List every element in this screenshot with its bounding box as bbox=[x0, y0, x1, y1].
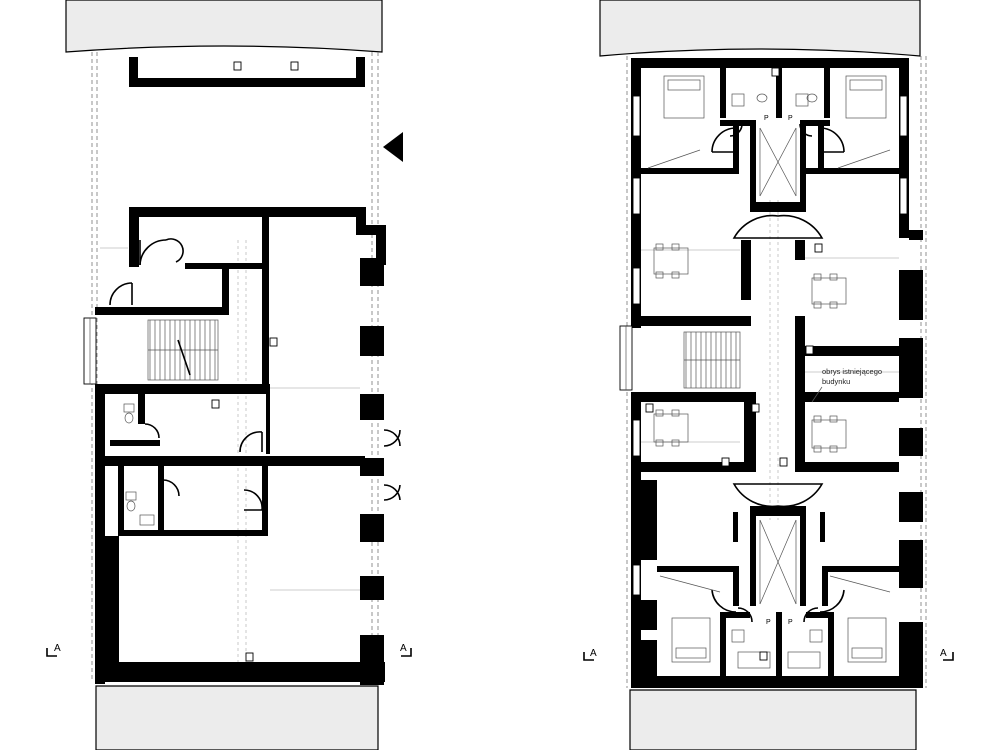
annotation-line-2: budynku bbox=[822, 377, 850, 386]
p-label-top-left: P bbox=[764, 115, 769, 122]
plot-boundary-lines bbox=[91, 52, 379, 682]
p-label-bottom-right: P bbox=[788, 619, 793, 626]
neighbour-building-top-right bbox=[599, 0, 921, 57]
upper-floor-plan: P P P P bbox=[583, 0, 954, 750]
wc-fixtures-ground bbox=[123, 403, 155, 526]
section-marker-upper-right: A bbox=[940, 648, 954, 661]
ground-floor-doors bbox=[109, 238, 401, 511]
section-marker-ground-right: A bbox=[400, 643, 412, 657]
entrance-arrow-icon bbox=[383, 132, 403, 162]
section-marker-upper-left: A bbox=[583, 648, 597, 661]
dining-sets-upper bbox=[653, 243, 847, 453]
section-label-ground-right: A bbox=[400, 643, 407, 654]
neighbour-building-top bbox=[65, 0, 383, 53]
section-label-upper-left: A bbox=[590, 648, 597, 659]
p-labels: P P P P bbox=[764, 115, 793, 626]
canopy-structure bbox=[129, 57, 365, 87]
neighbour-building-bottom bbox=[95, 685, 379, 750]
ground-floor-plan: A A bbox=[46, 0, 412, 750]
staircase-ground bbox=[147, 319, 219, 381]
ground-floor-walls bbox=[95, 207, 386, 685]
staircase-upper bbox=[683, 331, 741, 389]
section-label-ground-left: A bbox=[54, 643, 61, 654]
beds-upper bbox=[647, 75, 891, 663]
section-marker-ground-left: A bbox=[46, 643, 61, 657]
corridor-lines-upper bbox=[641, 127, 899, 605]
upper-floor-windows bbox=[619, 95, 908, 596]
faint-room-lines-ground bbox=[100, 247, 360, 591]
p-label-bottom-left: P bbox=[766, 619, 771, 626]
neighbour-building-bottom-right bbox=[629, 689, 917, 750]
p-label-top-right: P bbox=[788, 115, 793, 122]
upper-floor-walls bbox=[631, 58, 923, 688]
section-label-upper-right: A bbox=[940, 648, 947, 659]
ventilation-shafts-upper bbox=[645, 67, 823, 661]
annotation-line-1: obrys istniejącego bbox=[822, 367, 882, 376]
existing-building-outline-note: obrys istniejącego budynku bbox=[811, 367, 882, 403]
stair-window bbox=[83, 317, 97, 385]
upper-floor-doors bbox=[711, 123, 845, 623]
bathroom-fixtures-upper bbox=[731, 93, 823, 669]
ventilation-shafts-ground bbox=[211, 337, 278, 662]
